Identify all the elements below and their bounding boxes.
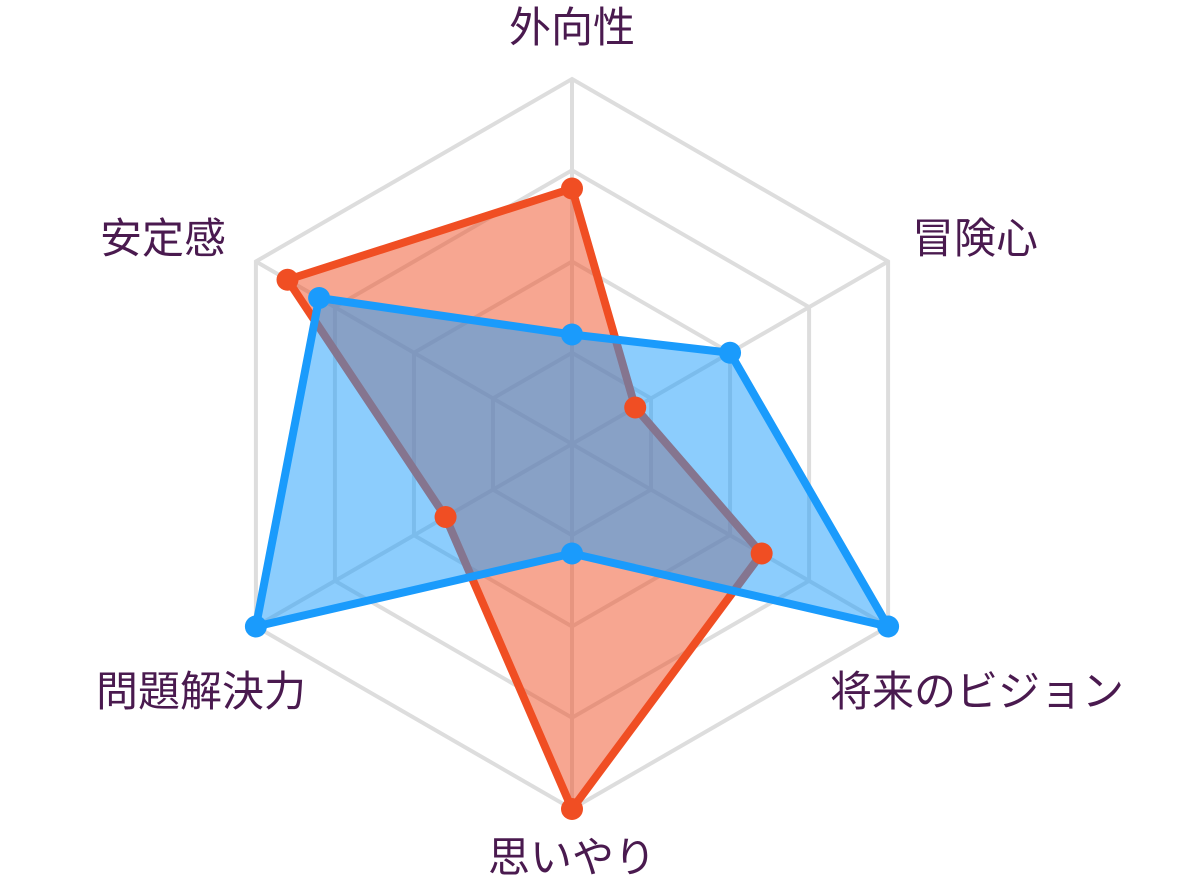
axis-labels: 外向性 冒険心 将来のビジョン 思いやり 問題解決力 安定感 bbox=[96, 3, 1124, 882]
series-red-point bbox=[561, 798, 583, 820]
radar-series bbox=[244, 177, 900, 820]
axis-label-0: 外向性 bbox=[509, 3, 635, 52]
series-blue-point bbox=[561, 542, 583, 565]
axis-label-1: 冒険心 bbox=[912, 214, 1038, 263]
series-blue-point bbox=[244, 615, 267, 638]
series-blue-point bbox=[308, 287, 331, 309]
series-blue-point bbox=[719, 341, 742, 364]
series-red-point bbox=[276, 268, 299, 291]
axis-label-2: 将来のビジョン bbox=[830, 667, 1124, 716]
axis-label-4: 問題解決力 bbox=[96, 667, 306, 716]
series-red-point bbox=[750, 542, 773, 565]
series-blue-point bbox=[877, 615, 900, 638]
series-red-point bbox=[561, 177, 583, 200]
series-red-point bbox=[434, 506, 457, 528]
series-blue-point bbox=[561, 323, 583, 346]
axis-label-5: 安定感 bbox=[100, 214, 226, 263]
series-red-point bbox=[624, 396, 647, 419]
axis-label-3: 思いやり bbox=[488, 833, 656, 882]
